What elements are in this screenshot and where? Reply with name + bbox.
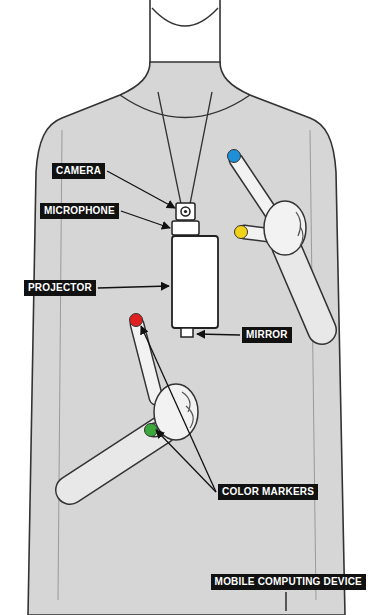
curled-fingers [296,212,303,246]
leader-line [285,592,286,611]
projector-body [172,236,218,328]
camera-body [176,203,195,220]
camera-lens [181,207,190,216]
part-label: CAMERA [52,163,105,179]
part-label: MICROPHONE [40,203,119,219]
part-label: PROJECTOR [24,280,96,296]
lanyard [158,92,212,204]
collar [120,95,250,118]
neck [150,0,220,66]
sleeve-seam [58,130,316,600]
yellow-marker [235,226,248,239]
blue-marker [228,150,241,163]
chin [152,8,218,26]
arm-outline [286,246,322,330]
shirt [28,62,345,615]
mirror [181,328,193,337]
neck-outline [150,0,220,66]
palm [154,384,198,440]
red-marker [130,314,143,327]
index-finger [236,160,272,214]
index-finger-outline [137,324,156,398]
green-marker [145,424,158,437]
part-label: MOBILE COMPUTING DEVICE [211,574,366,590]
leader-line [98,286,169,288]
arm-outline [70,430,162,490]
arm [286,246,322,330]
curled-fingers [182,392,193,428]
camera-lens-center [184,210,187,213]
microphone-body [172,221,199,235]
palm [264,201,306,255]
arm [70,430,162,490]
leader-line [121,211,170,228]
leader-line [156,430,216,492]
part-label: COLOR MARKERS [218,484,318,500]
leader-line [141,326,216,492]
part-label: MIRROR [242,327,292,343]
index-finger [137,324,156,398]
leader-line [197,334,240,335]
index-finger-outline [236,160,272,214]
